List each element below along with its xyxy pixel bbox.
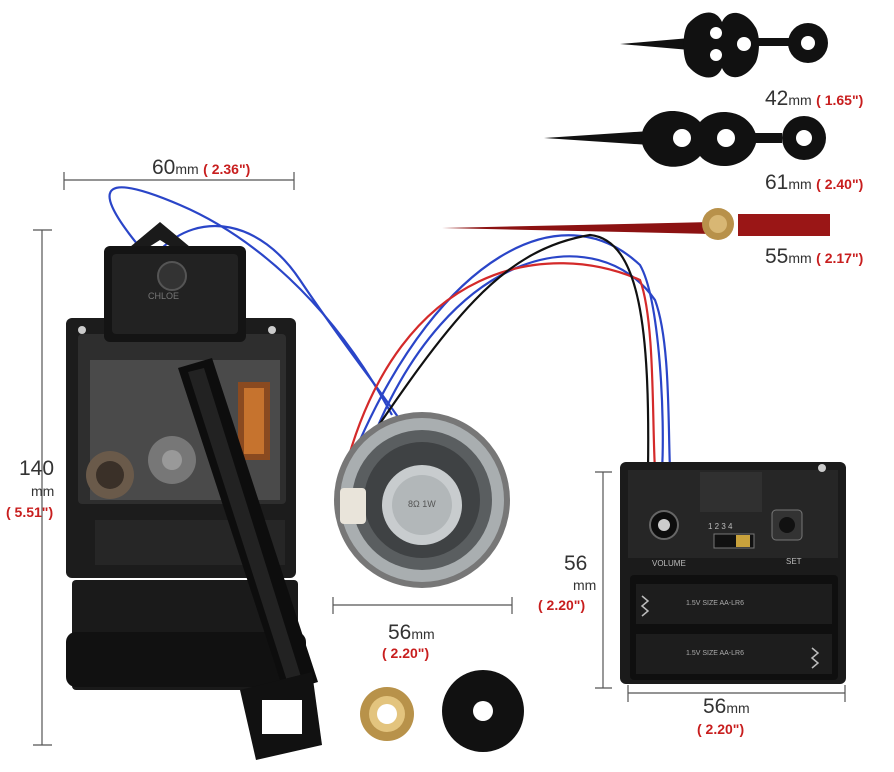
dim-value: 42 <box>765 87 789 110</box>
box-width-label: 56mm <box>703 696 750 717</box>
dim-value: 56 <box>388 621 412 644</box>
movement-height-inch: ( 5.51") <box>6 505 53 521</box>
battery-label-2: 1.5V SIZE AA-LR6 <box>686 650 744 657</box>
battery-label-1: 1.5V SIZE AA-LR6 <box>686 600 744 607</box>
movement-width-label: 60mm ( 2.36") <box>152 157 250 178</box>
dim-inch: ( 1.65") <box>816 92 864 108</box>
rubber-washer <box>442 670 524 752</box>
dim-value: 55 <box>765 245 789 268</box>
dim-value: 56 <box>703 695 727 718</box>
movement-height-value: 140 <box>19 458 54 479</box>
dim-unit: mm <box>411 626 435 642</box>
second-hand-label: 55mm ( 2.17") <box>765 246 863 267</box>
dim-inch: ( 2.20") <box>382 645 430 661</box>
speaker-diameter-inch: ( 2.20") <box>382 646 429 662</box>
dim-unit: mm <box>788 176 812 192</box>
dim-unit: mm <box>31 483 55 499</box>
dim-value: 60 <box>152 156 176 179</box>
box-height-unit: mm <box>573 578 596 594</box>
box-width-inch: ( 2.20") <box>697 722 744 738</box>
box-height-inch: ( 2.20") <box>538 598 585 614</box>
dim-inch: ( 5.51") <box>6 504 54 520</box>
minute-hand-label: 61mm ( 2.40") <box>765 172 863 193</box>
dim-inch: ( 2.40") <box>816 176 864 192</box>
speaker-label: 8Ω 1W <box>408 499 436 509</box>
hour-hand-label: 42mm ( 1.65") <box>765 88 863 109</box>
dim-inch: ( 2.20") <box>697 721 745 737</box>
dim-unit: mm <box>726 700 750 716</box>
dim-value: 56 <box>564 552 588 575</box>
wires <box>108 186 672 471</box>
dim-unit: mm <box>788 250 812 266</box>
movement-height-unit: mm <box>31 484 54 500</box>
box-height-value: 56 <box>564 553 587 574</box>
switch-numbers: 1 2 3 4 <box>708 522 733 531</box>
dim-value: 61 <box>765 171 789 194</box>
speaker-diameter-label: 56mm <box>388 622 435 643</box>
sound-box <box>620 462 846 684</box>
dim-unit: mm <box>573 577 597 593</box>
speaker <box>334 412 510 588</box>
minute-hand-shape <box>544 110 826 167</box>
dim-inch: ( 2.20") <box>538 597 586 613</box>
dim-unit: mm <box>175 161 199 177</box>
dim-unit: mm <box>788 92 812 108</box>
dim-inch: ( 2.17") <box>816 250 864 266</box>
brass-nut <box>360 687 414 741</box>
clock-movement <box>66 222 322 760</box>
dimension-lines <box>33 172 846 746</box>
second-hand-shape <box>442 208 830 240</box>
dim-value: 140 <box>19 457 55 480</box>
hour-hand-shape <box>620 12 828 78</box>
movement-brand: CHLOE <box>148 291 180 301</box>
dim-inch: ( 2.36") <box>203 161 251 177</box>
volume-label: VOLUME <box>652 559 686 568</box>
set-label: SET <box>786 557 802 566</box>
